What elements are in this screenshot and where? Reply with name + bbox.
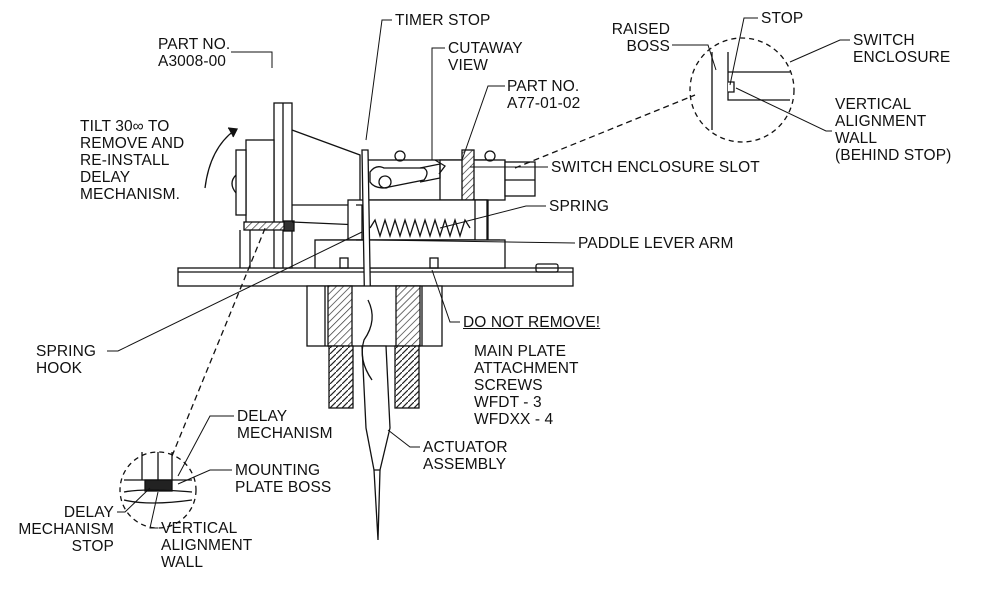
label-tilt-instruction: TILT 30∞ TO REMOVE AND RE-INSTALL DELAY … [80,118,185,203]
label-raised-boss: RAISED BOSS [611,21,670,55]
label-stop: STOP [761,10,804,27]
label-delay-mechanism-stop: DELAY MECHANISM STOP [18,504,114,555]
detail-circle-top [689,37,795,143]
switch-assembly [314,149,536,269]
label-vertical-alignment-wall-top: VERTICAL ALIGNMENT WALL (BEHIND STOP) [835,96,952,164]
actuator-blade [361,345,391,471]
label-cutaway-view: CUTAWAY VIEW [448,40,523,74]
label-spring-hook: SPRING HOOK [36,343,97,377]
tilt-arrow [204,129,236,189]
label-mounting-plate-boss: MOUNTING PLATE BOSS [235,462,332,496]
delay-mechanism-part [231,102,361,269]
label-actuator-assembly: ACTUATOR ASSEMBLY [423,439,508,473]
label-main-plate-screws: MAIN PLATE ATTACHMENT SCREWS WFDT - 3 WF… [474,343,579,428]
detail-circle-bottom [119,451,197,529]
label-switch-enclosure: SWITCH ENCLOSURE [853,32,951,66]
label-spring: SPRING [549,198,610,215]
label-do-not-remove: DO NOT REMOVE! [463,314,601,331]
label-switch-enclosure-slot: SWITCH ENCLOSURE SLOT [551,159,760,176]
label-vertical-alignment-wall-bottom: VERTICAL ALIGNMENT WALL [161,520,253,571]
label-part-a77: PART NO. A77-01-02 [507,78,581,112]
main-base-plate [177,267,574,287]
threaded-fitting [306,285,443,409]
label-paddle-lever-arm: PADDLE LEVER ARM [578,235,734,252]
label-delay-mechanism: DELAY MECHANISM [237,408,333,442]
label-part-a3008: PART NO. A3008-00 [158,36,231,70]
spring-coil [369,217,471,239]
label-timer-stop: TIMER STOP [395,12,491,29]
